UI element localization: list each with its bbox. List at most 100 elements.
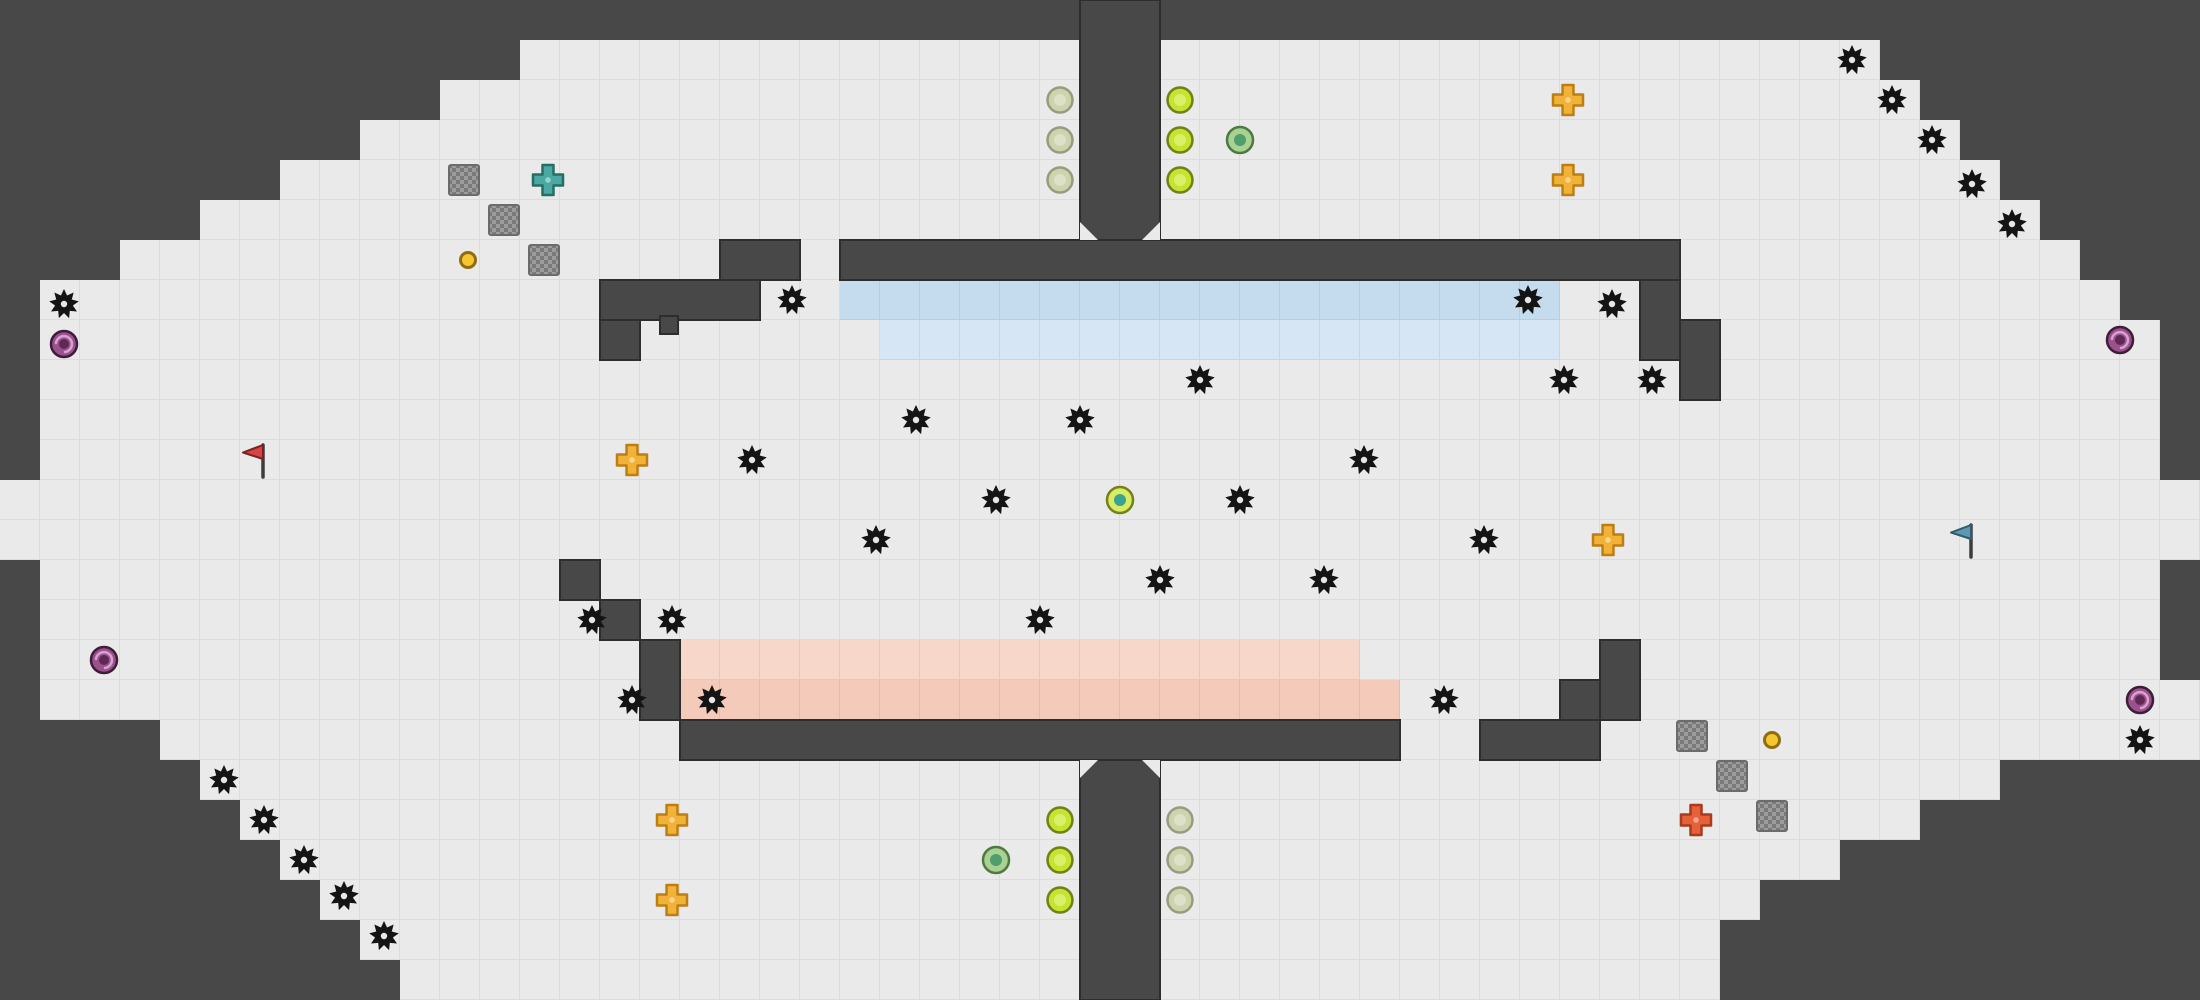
- spike-hazard[interactable]: [329, 881, 359, 911]
- left-hook-top: [719, 239, 801, 281]
- floor-tiles: [40, 560, 2160, 600]
- powerup-orb[interactable]: [981, 845, 1011, 875]
- upper-mid-step: [1639, 279, 1681, 361]
- spike-hazard[interactable]: [289, 845, 319, 875]
- button-tile[interactable]: [448, 164, 480, 196]
- floor-tiles: [1160, 800, 1920, 840]
- boost-pad-red[interactable]: [1679, 803, 1713, 837]
- lower-mid-step: [599, 599, 641, 641]
- portal[interactable]: [49, 329, 79, 359]
- portal[interactable]: [89, 645, 119, 675]
- boost-pad-yellow[interactable]: [615, 443, 649, 477]
- wall-chamfer: [1080, 222, 1098, 240]
- gate-grid-overlay: [680, 640, 1360, 680]
- top-center-tab: [1079, 0, 1161, 241]
- flag-red[interactable]: [242, 443, 265, 479]
- team-orb-bright[interactable]: [1166, 166, 1194, 194]
- wall-chamfer: [1142, 760, 1160, 778]
- spike-hazard[interactable]: [1597, 289, 1627, 319]
- boost-pad-yellow[interactable]: [655, 883, 689, 917]
- spike-hazard[interactable]: [1957, 169, 1987, 199]
- floor-tiles: [0, 520, 2200, 560]
- upper-mid-wall: [839, 239, 1681, 281]
- button-tile[interactable]: [528, 244, 560, 276]
- floor-tiles: [400, 960, 1080, 1000]
- spike-hazard[interactable]: [1065, 405, 1095, 435]
- team-orb-pale[interactable]: [1166, 806, 1194, 834]
- floor-tiles: [1160, 120, 1960, 160]
- spike-hazard[interactable]: [1145, 565, 1175, 595]
- lower-mid-wall: [679, 719, 1401, 761]
- floor-tiles: [280, 160, 1080, 200]
- team-orb-bright[interactable]: [1046, 886, 1074, 914]
- spike-hazard[interactable]: [1513, 285, 1543, 315]
- spike-hazard[interactable]: [1309, 565, 1339, 595]
- spike-hazard[interactable]: [249, 805, 279, 835]
- spike-hazard[interactable]: [1429, 685, 1459, 715]
- wall-layer: [559, 0, 1721, 1000]
- spike-hazard[interactable]: [1025, 605, 1055, 635]
- spike-hazard[interactable]: [209, 765, 239, 795]
- team-orb-bright[interactable]: [1166, 126, 1194, 154]
- floor-tiles: [1160, 880, 1760, 920]
- floor-tiles: [0, 480, 2200, 520]
- wall-chamfer: [1142, 222, 1160, 240]
- button-tile[interactable]: [1756, 800, 1788, 832]
- boost-pad-yellow[interactable]: [1591, 523, 1625, 557]
- floor-tiles: [360, 120, 1080, 160]
- spike-hazard[interactable]: [1637, 365, 1667, 395]
- spike-hazard[interactable]: [577, 605, 607, 635]
- team-orb-bright[interactable]: [1046, 806, 1074, 834]
- spike-hazard[interactable]: [1469, 525, 1499, 555]
- spike-hazard[interactable]: [2125, 725, 2155, 755]
- spike-hazard[interactable]: [1549, 365, 1579, 395]
- team-orb-pale[interactable]: [1166, 886, 1194, 914]
- floor-tiles: [1160, 200, 2040, 240]
- team-orb-pale[interactable]: [1046, 166, 1074, 194]
- powerup-orb[interactable]: [1225, 125, 1255, 155]
- gold-coin[interactable]: [1763, 731, 1781, 749]
- gate-grid-overlay: [680, 680, 1400, 720]
- spike-hazard[interactable]: [1877, 85, 1907, 115]
- spike-hazard[interactable]: [861, 525, 891, 555]
- spike-hazard[interactable]: [1837, 45, 1867, 75]
- boost-pad-yellow[interactable]: [1551, 83, 1585, 117]
- portal[interactable]: [2125, 685, 2155, 715]
- spike-hazard[interactable]: [697, 685, 727, 715]
- spike-hazard[interactable]: [617, 685, 647, 715]
- wall-chamfer: [1080, 760, 1098, 778]
- team-orb-pale[interactable]: [1046, 126, 1074, 154]
- spike-hazard[interactable]: [49, 289, 79, 319]
- boost-pad-yellow[interactable]: [655, 803, 689, 837]
- flag-blue[interactable]: [1950, 523, 1973, 559]
- spike-hazard[interactable]: [777, 285, 807, 315]
- floor-tiles: [40, 400, 2160, 440]
- boost-pad-yellow[interactable]: [1551, 163, 1585, 197]
- spike-hazard[interactable]: [657, 605, 687, 635]
- team-orb-bright[interactable]: [1166, 86, 1194, 114]
- team-orb-bright[interactable]: [1046, 846, 1074, 874]
- button-tile[interactable]: [1716, 760, 1748, 792]
- button-tile[interactable]: [1676, 720, 1708, 752]
- spike-hazard[interactable]: [369, 921, 399, 951]
- gold-coin[interactable]: [459, 251, 477, 269]
- floor-tiles: [40, 440, 2160, 480]
- boost-pad-teal[interactable]: [531, 163, 565, 197]
- powerup-orb[interactable]: [1105, 485, 1135, 515]
- team-orb-pale[interactable]: [1166, 846, 1194, 874]
- portal[interactable]: [2105, 325, 2135, 355]
- spike-hazard[interactable]: [1917, 125, 1947, 155]
- spike-hazard[interactable]: [1349, 445, 1379, 475]
- spike-hazard[interactable]: [981, 485, 1011, 515]
- spike-hazard[interactable]: [1997, 209, 2027, 239]
- gate-grid-overlay: [880, 320, 1560, 360]
- spike-hazard[interactable]: [1225, 485, 1255, 515]
- floor-tiles: [40, 360, 2160, 400]
- spike-hazard[interactable]: [737, 445, 767, 475]
- team-orb-pale[interactable]: [1046, 86, 1074, 114]
- spike-hazard[interactable]: [901, 405, 931, 435]
- button-tile[interactable]: [488, 204, 520, 236]
- spike-hazard[interactable]: [1185, 365, 1215, 395]
